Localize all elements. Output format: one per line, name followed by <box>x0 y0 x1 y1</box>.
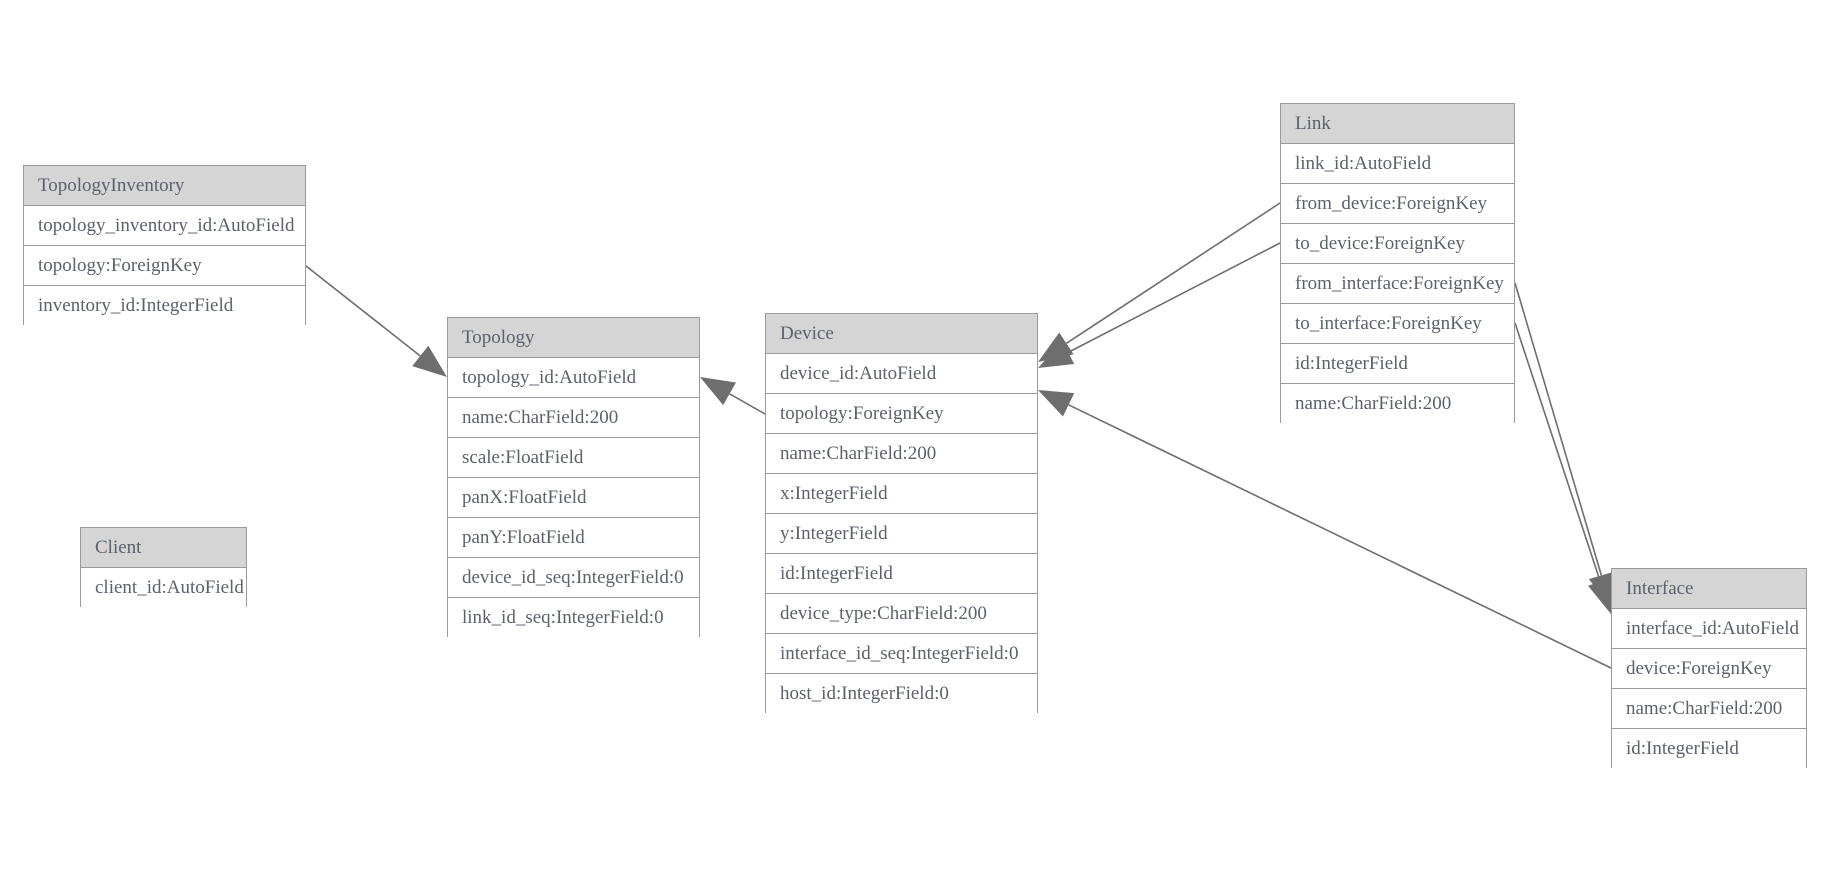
entity-interface-title: Interface <box>1612 569 1806 609</box>
entity-device-field: device_type:CharField:200 <box>766 594 1037 634</box>
entity-device-field: interface_id_seq:IntegerField:0 <box>766 634 1037 674</box>
edge-line <box>1068 404 1612 669</box>
edge-line <box>1065 202 1281 344</box>
edge-topologyinventory-topology <box>305 265 447 377</box>
entity-topologyinventory-title: TopologyInventory <box>24 166 305 206</box>
entity-topology-field: link_id_seq:IntegerField:0 <box>448 598 699 638</box>
entity-interface-field: interface_id:AutoField <box>1612 609 1806 649</box>
entity-topologyinventory-field: topology_inventory_id:AutoField <box>24 206 305 246</box>
edge-link-from-device <box>1038 202 1281 362</box>
entity-link-title: Link <box>1281 104 1514 144</box>
entity-link-field: to_device:ForeignKey <box>1281 224 1514 264</box>
entity-device-field: name:CharField:200 <box>766 434 1037 474</box>
entity-device-field: topology:ForeignKey <box>766 394 1037 434</box>
entity-device-field: device_id:AutoField <box>766 354 1037 394</box>
edge-link-to-interface <box>1514 322 1613 614</box>
edge-line <box>1067 242 1281 354</box>
entity-device-field: id:IntegerField <box>766 554 1037 594</box>
entity-topology-field: scale:FloatField <box>448 438 699 478</box>
entity-device-field: x:IntegerField <box>766 474 1037 514</box>
edge-line <box>305 265 421 357</box>
edge-arrowhead <box>1038 340 1075 368</box>
entity-topology-field: name:CharField:200 <box>448 398 699 438</box>
entity-device-field: y:IntegerField <box>766 514 1037 554</box>
entity-topology-field: panX:FloatField <box>448 478 699 518</box>
edge-arrowhead <box>412 345 447 377</box>
edge-link-from-interface <box>1514 282 1614 608</box>
entity-device-title: Device <box>766 314 1037 354</box>
edge-arrowhead <box>1038 390 1075 417</box>
entity-topology-field: panY:FloatField <box>448 518 699 558</box>
entity-link-field: name:CharField:200 <box>1281 384 1514 424</box>
entity-device-field: host_id:IntegerField:0 <box>766 674 1037 714</box>
entity-topologyinventory-field: topology:ForeignKey <box>24 246 305 286</box>
edge-link-to-device <box>1038 242 1281 368</box>
edge-line <box>729 393 766 415</box>
entity-interface-field: id:IntegerField <box>1612 729 1806 769</box>
entity-link-field: from_device:ForeignKey <box>1281 184 1514 224</box>
entity-client-title: Client <box>81 528 246 568</box>
edge-device-topology <box>700 377 766 415</box>
edge-arrowhead <box>1038 332 1074 362</box>
entity-link-field: from_interface:ForeignKey <box>1281 264 1514 304</box>
entity-client-field: client_id:AutoField <box>81 568 246 608</box>
entity-link-field: id:IntegerField <box>1281 344 1514 384</box>
entity-interface-field: device:ForeignKey <box>1612 649 1806 689</box>
entity-topology-title: Topology <box>448 318 699 358</box>
entity-topologyinventory-field: inventory_id:IntegerField <box>24 286 305 326</box>
entity-topology-field: device_id_seq:IntegerField:0 <box>448 558 699 598</box>
edge-line <box>1514 322 1602 582</box>
entity-interface-field: name:CharField:200 <box>1612 689 1806 729</box>
edge-interface-device <box>1038 390 1612 669</box>
entity-link-field: to_interface:ForeignKey <box>1281 304 1514 344</box>
edge-arrowhead <box>700 377 736 406</box>
entity-topology-field: topology_id:AutoField <box>448 358 699 398</box>
edge-line <box>1514 282 1603 576</box>
edge-arrowhead <box>1588 577 1613 614</box>
entity-link-field: link_id:AutoField <box>1281 144 1514 184</box>
